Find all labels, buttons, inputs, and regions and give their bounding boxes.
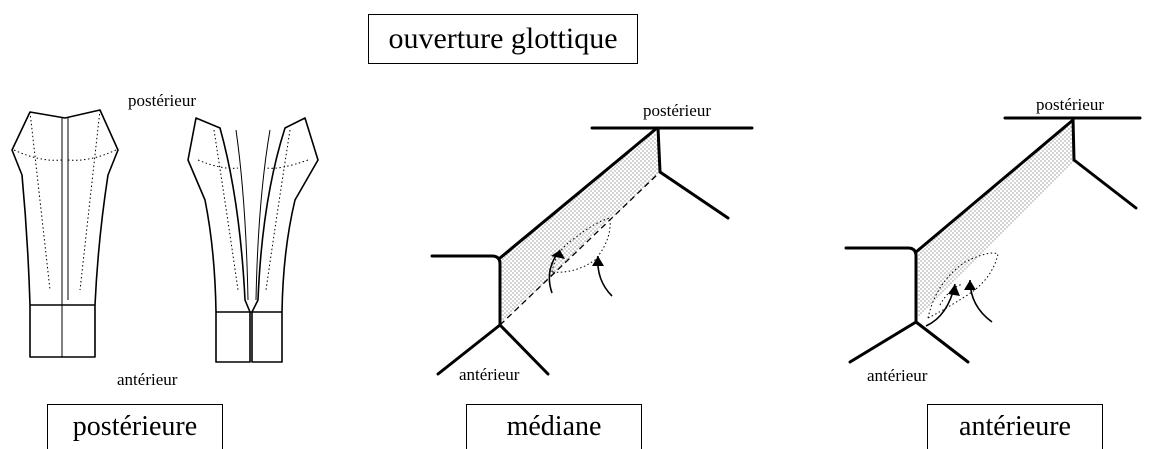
posterior-label-right: postérieur bbox=[1036, 96, 1104, 113]
caption-anterior: antérieure bbox=[959, 411, 1071, 443]
caption-posterior: postérieure bbox=[73, 411, 197, 443]
caption-box-median: médiane bbox=[466, 404, 642, 449]
anterior-opening-drawing bbox=[846, 118, 1140, 362]
anterior-label-middle: antérieur bbox=[459, 366, 519, 383]
open-folds-drawing bbox=[188, 118, 318, 362]
caption-median: médiane bbox=[507, 411, 602, 443]
median-opening-drawing bbox=[432, 128, 752, 374]
anterior-label-right: antérieur bbox=[867, 367, 927, 384]
posterior-label-left: postérieur bbox=[128, 92, 196, 109]
caption-box-posterior: postérieure bbox=[47, 404, 223, 449]
caption-box-anterior: antérieure bbox=[927, 404, 1103, 449]
anterior-label-left: antérieur bbox=[117, 371, 177, 388]
posterior-label-middle: postérieur bbox=[643, 102, 711, 119]
closed-folds-drawing bbox=[12, 110, 118, 357]
